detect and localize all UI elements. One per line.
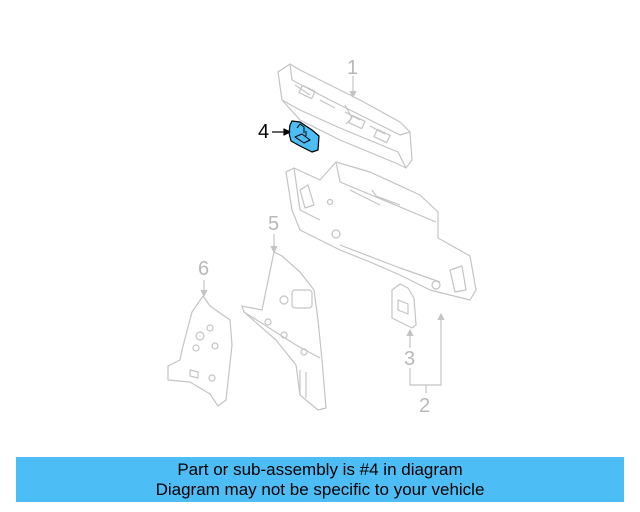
info-banner: Part or sub-assembly is #4 in diagram Di… bbox=[16, 457, 624, 502]
part-3-bracket[interactable] bbox=[391, 283, 417, 329]
callout-6[interactable]: 6 bbox=[198, 258, 210, 280]
part-1-cross-member[interactable] bbox=[277, 63, 413, 169]
part-2-floor-panel[interactable] bbox=[285, 161, 477, 301]
callout-4[interactable]: 4 bbox=[258, 121, 270, 143]
callout-5[interactable]: 5 bbox=[268, 213, 280, 235]
parts-diagram: 1 2 3 4 5 6 bbox=[167, 57, 477, 417]
callout-3[interactable]: 3 bbox=[404, 348, 416, 370]
callout-2[interactable]: 2 bbox=[419, 395, 431, 417]
part-4-bracket[interactable] bbox=[288, 120, 320, 153]
banner-line-part-number: Part or sub-assembly is #4 in diagram bbox=[177, 460, 463, 479]
part-5-pillar[interactable] bbox=[241, 251, 327, 411]
banner-line-disclaimer: Diagram may not be specific to your vehi… bbox=[155, 480, 485, 499]
callout-1[interactable]: 1 bbox=[347, 57, 359, 79]
part-6-panel[interactable] bbox=[167, 295, 233, 407]
